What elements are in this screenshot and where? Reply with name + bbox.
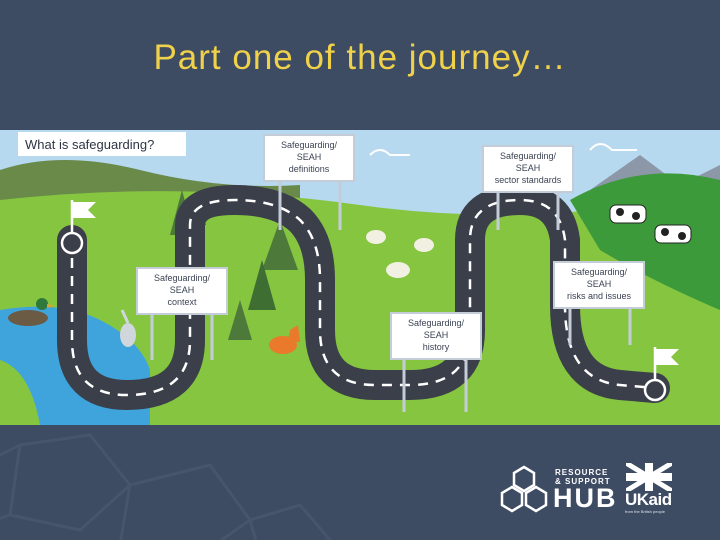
cow-spot xyxy=(678,232,686,240)
sign-context xyxy=(136,267,228,315)
heron-icon xyxy=(120,323,136,347)
sign-line-2: SEAH xyxy=(587,279,612,289)
slide-title: Part one of the journey… xyxy=(153,38,567,77)
footer-background-pattern xyxy=(0,433,332,540)
hub-logo-icon xyxy=(500,465,548,513)
sheep-icon xyxy=(386,262,410,278)
map-header-label-box xyxy=(18,132,186,156)
duck-beak xyxy=(47,304,54,308)
cloud xyxy=(369,149,410,156)
sign-line-1: Safeguarding/ xyxy=(408,318,465,328)
map-header-label: What is safeguarding? xyxy=(25,137,154,152)
hub-logo-subtitle: RESOURCE & SUPPORT xyxy=(555,468,611,486)
sign-risks-and-issues xyxy=(553,261,645,309)
sheep-icon xyxy=(366,230,386,244)
ukaid-logo-tagline: from the British people xyxy=(625,509,666,514)
sign-line-2: SEAH xyxy=(516,163,541,173)
tree xyxy=(262,220,298,270)
start-flag-icon xyxy=(72,202,96,218)
tree xyxy=(248,260,276,310)
sign-line-3: risks and issues xyxy=(567,291,632,301)
sign-definitions xyxy=(263,134,355,182)
hub-logo-line2: & SUPPORT xyxy=(555,477,611,486)
sign-line-2: SEAH xyxy=(170,285,195,295)
sign-line-3: history xyxy=(423,342,450,352)
footer xyxy=(0,425,720,540)
duck-icon xyxy=(8,310,48,326)
finish-marker xyxy=(643,378,667,402)
sign-line-1: Safeguarding/ xyxy=(281,140,338,150)
sign-line-3: context xyxy=(167,297,197,307)
union-flag-icon xyxy=(626,463,672,491)
sign-line-1: Safeguarding/ xyxy=(500,151,557,161)
hub-logo-line1: RESOURCE xyxy=(555,468,609,477)
cow-spot xyxy=(632,212,640,220)
ukaid-logo-text: UKaid xyxy=(625,490,672,509)
cow-icon xyxy=(654,224,692,244)
hill-right xyxy=(570,173,720,310)
sheep-icon xyxy=(414,238,434,252)
journey-map: What is safeguarding? Safeguarding/ SEAH… xyxy=(0,130,720,425)
sign-line-2: SEAH xyxy=(424,330,449,340)
sign-history xyxy=(390,312,482,360)
hub-logo-title: HUB xyxy=(553,483,618,513)
sign-sector-standards xyxy=(482,145,574,193)
duck-head xyxy=(36,298,48,310)
fox-head xyxy=(288,325,300,342)
cow-spot xyxy=(616,208,624,216)
cow-spot xyxy=(661,228,669,236)
sign-line-3: sector standards xyxy=(495,175,562,185)
road-markings xyxy=(70,198,656,397)
heron-neck xyxy=(120,309,130,324)
sign-line-1: Safeguarding/ xyxy=(571,267,628,277)
journey-map-illustration: What is safeguarding? Safeguarding/ SEAH… xyxy=(0,130,720,425)
sign-line-3: definitions xyxy=(289,164,330,174)
start-marker xyxy=(60,231,84,255)
cloud xyxy=(589,143,637,151)
sign-line-2: SEAH xyxy=(297,152,322,162)
finish-flag-icon xyxy=(655,349,679,365)
sign-line-1: Safeguarding/ xyxy=(154,273,211,283)
cow-icon xyxy=(609,204,647,224)
tree xyxy=(228,300,252,340)
